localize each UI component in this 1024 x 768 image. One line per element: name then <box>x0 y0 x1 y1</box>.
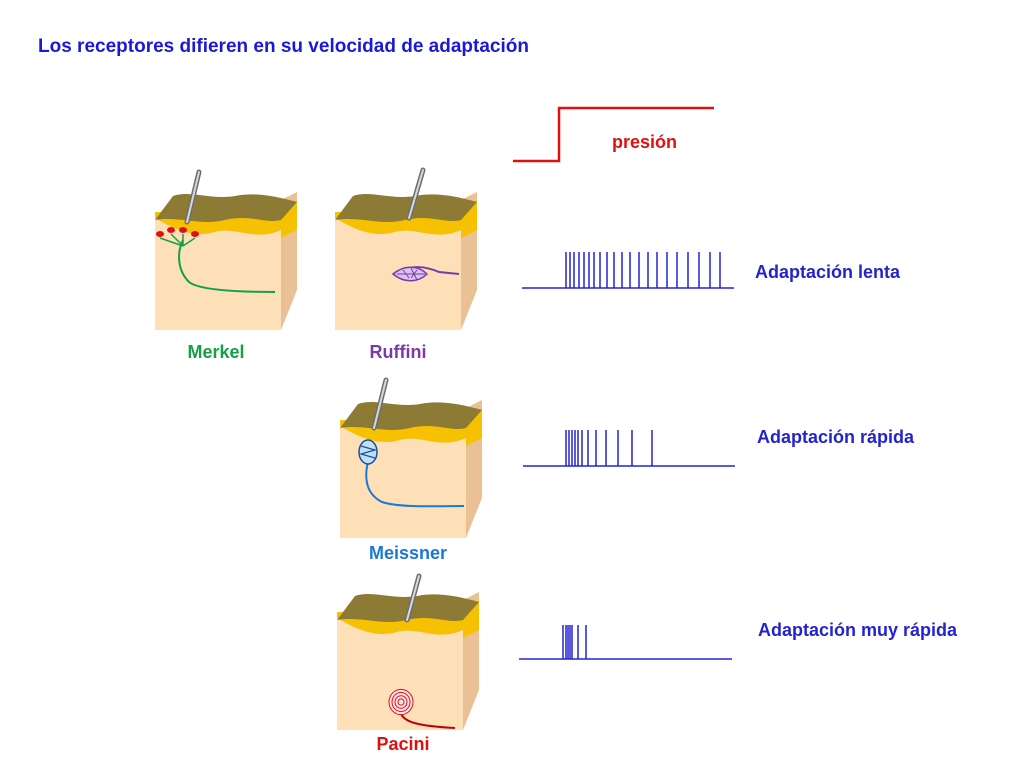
electrode-highlight <box>406 575 420 621</box>
epidermis-top <box>155 194 297 222</box>
epidermis-top <box>340 402 482 430</box>
meissner-nerve-fiber <box>365 461 465 508</box>
stimulus-label: presión <box>612 132 678 152</box>
skin-block-merkel <box>155 169 297 330</box>
pacini-lamella <box>394 695 408 709</box>
caption-merkel: Merkel <box>187 342 245 362</box>
merkel-disc <box>191 231 199 237</box>
pressure-step-trace <box>513 106 714 163</box>
electrode-highlight <box>186 171 200 223</box>
caption-ruffini: Ruffini <box>369 342 427 362</box>
dermis-layer <box>155 218 281 330</box>
train-label-very-fast: Adaptación muy rápida <box>758 620 958 640</box>
pacini-lamella <box>397 698 405 706</box>
ruffini-endings <box>397 267 425 281</box>
merkel-branch <box>182 237 196 247</box>
dermis-layer <box>340 426 466 538</box>
spike-train-fast <box>523 430 735 467</box>
caption-pacini: Pacini <box>376 734 430 754</box>
train-label-fast: Adaptación rápida <box>757 427 915 447</box>
pacini-nerve-fiber <box>400 713 456 729</box>
electrode-highlight <box>373 379 387 429</box>
meissner-coil <box>358 445 378 459</box>
page-title: Los receptores difieren en su velocidad … <box>38 36 529 57</box>
skin-block-pacini <box>337 573 479 730</box>
train-label-slow: Adaptación lenta <box>755 262 901 282</box>
pacini-lamella <box>391 692 411 712</box>
merkel-branch <box>170 233 184 247</box>
caption-meissner: Meissner <box>368 543 448 563</box>
spike-train-slow <box>522 252 734 289</box>
merkel-branch <box>159 237 184 247</box>
electrode-highlight <box>408 169 424 219</box>
merkel-disc <box>179 227 187 233</box>
skin-block-meissner <box>340 377 482 538</box>
merkel-nerve-fiber <box>178 239 276 293</box>
skin-block-ruffini <box>335 167 477 330</box>
epidermis-top <box>335 194 477 222</box>
merkel-disc <box>156 231 164 237</box>
merkel-disc <box>167 227 175 233</box>
spike-train-very-fast <box>519 625 732 660</box>
pacini-lamella <box>388 688 414 716</box>
